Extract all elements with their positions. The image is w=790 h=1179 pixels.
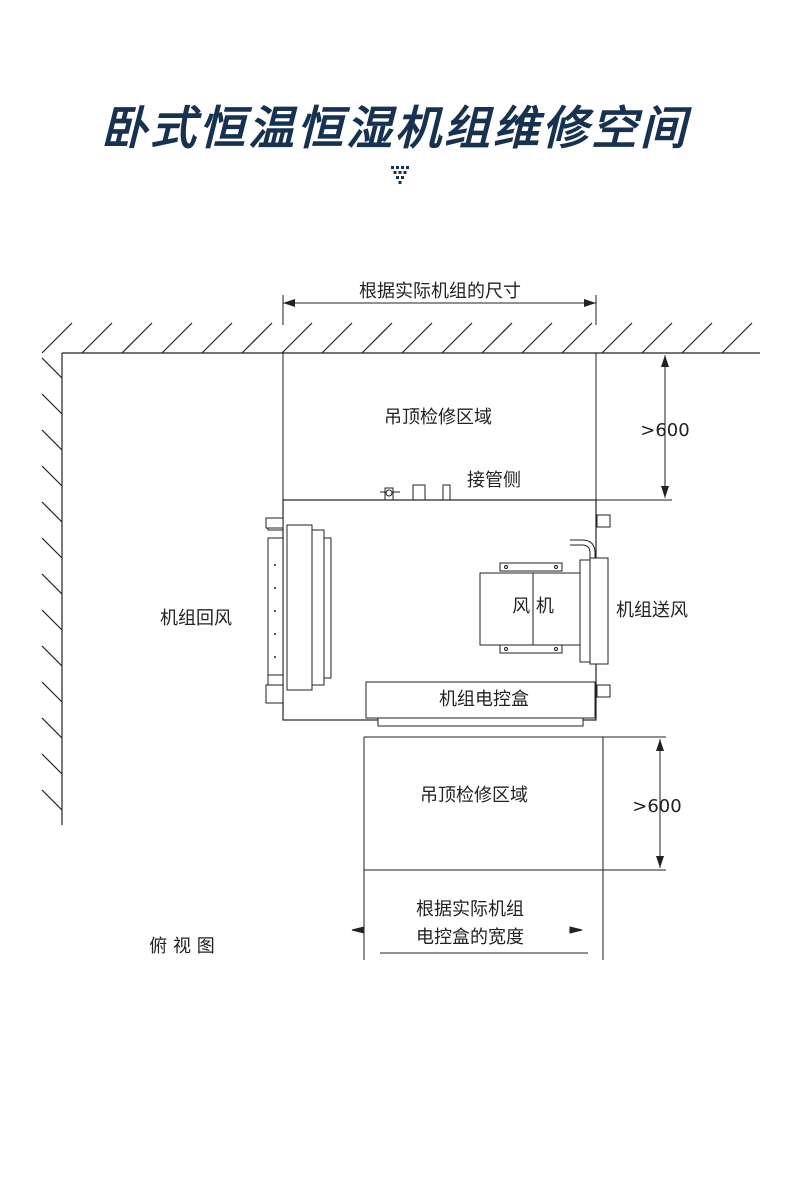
ceiling-wall	[41, 322, 760, 354]
return-air-filter	[265, 517, 332, 704]
top-service-area	[282, 353, 597, 500]
control-box	[365, 681, 596, 727]
supply-air-outlet	[570, 514, 611, 698]
fan-label: 风 机	[512, 596, 554, 617]
top-service-area-label: 吊顶检修区域	[384, 407, 492, 428]
left-wall	[41, 353, 63, 825]
top-dimension	[282, 295, 597, 325]
bottom-dimension	[351, 926, 588, 954]
chevron-down-dots-icon	[391, 166, 409, 184]
return-air-label: 机组回风	[160, 608, 232, 629]
control-box-label: 机组电控盒	[439, 689, 529, 710]
bottom-clearance-label: >600	[632, 796, 681, 817]
bottom-dimension-line1: 根据实际机组	[416, 899, 524, 920]
view-label: 俯 视 图	[149, 936, 214, 957]
top-dimension-label: 根据实际机组的尺寸	[359, 281, 521, 302]
supply-air-label: 机组送风	[616, 600, 688, 621]
pipe-connectors	[380, 484, 451, 501]
top-clearance-dimension	[596, 355, 672, 501]
bottom-service-area-label: 吊顶检修区域	[420, 785, 528, 806]
return-air-dots	[274, 564, 276, 658]
bottom-service-area	[363, 736, 666, 960]
bottom-dimension-line2: 电控盒的宽度	[416, 927, 524, 948]
top-clearance-label: >600	[640, 420, 689, 441]
page-title: 卧式恒温恒湿机组维修空间	[101, 101, 689, 155]
pipe-side-label: 接管侧	[467, 470, 521, 491]
